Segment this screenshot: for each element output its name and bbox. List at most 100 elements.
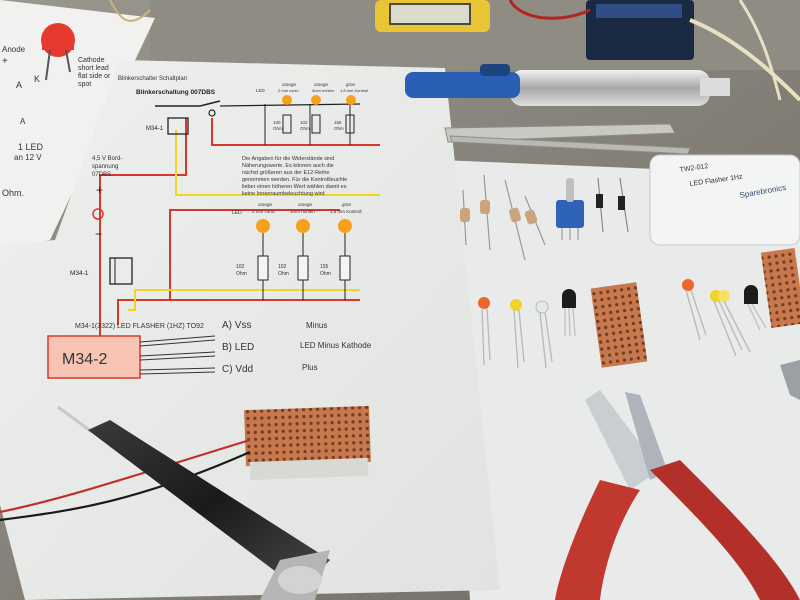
svg-text:Ohm: Ohm xyxy=(273,126,283,131)
chip-large-symbol xyxy=(47,335,141,379)
pin-c: C) Vdd Plus xyxy=(222,363,318,375)
svg-text:100: 100 xyxy=(273,120,281,125)
left-1led-label: 1 LED xyxy=(18,142,44,152)
chip-bottom-symbol xyxy=(109,257,133,285)
transistor-icon xyxy=(744,285,758,304)
svg-text:07DBS: 07DBS xyxy=(92,172,111,178)
svg-text:A) Vss: A) Vss xyxy=(222,320,251,331)
diode-icon xyxy=(596,194,603,208)
pin-b: B) LED LED Minus Kathode xyxy=(222,341,372,353)
battery-minus: − xyxy=(95,227,102,241)
svg-text:Ohm: Ohm xyxy=(334,126,344,131)
led-icon xyxy=(718,290,730,302)
chip-top-label: M34-1 xyxy=(146,126,164,132)
schematic-note: Die Angaben für die Widerstände sind Näh… xyxy=(242,156,347,197)
led-icon xyxy=(346,95,356,105)
svg-text:C) Vdd: C) Vdd xyxy=(222,364,253,375)
bag-label-1: TW2-012 xyxy=(679,163,709,174)
bottom-led-2: orange 3mm hohlen 102 Ohm xyxy=(278,202,315,300)
svg-text:Ohm: Ohm xyxy=(236,271,247,277)
resistor-icon xyxy=(460,208,470,222)
resistor-icon xyxy=(339,255,351,281)
red-wire xyxy=(0,438,251,514)
led-icon xyxy=(296,219,310,233)
resistor-icon xyxy=(282,114,292,134)
led-icon xyxy=(311,95,321,105)
svg-text:grün: grün xyxy=(342,202,352,207)
led-icon xyxy=(478,297,490,309)
led-icon xyxy=(535,300,549,314)
svg-text:Plus: Plus xyxy=(302,363,318,372)
diode-icon xyxy=(618,196,625,210)
resistor-icon xyxy=(297,255,309,281)
pin-vise-icon xyxy=(88,420,330,590)
pinout-title: M34-1(3322) LED FLASHER (1HZ) TO92 xyxy=(75,323,204,330)
metal-tool xyxy=(780,360,800,400)
svg-text:1,8 mm Kontroll: 1,8 mm Kontroll xyxy=(340,88,368,93)
resistor-icon xyxy=(345,114,355,134)
left-anode-label: Anode xyxy=(2,45,26,54)
svg-text:genommen werden. Für die Kontr: genommen werden. Für die Kontrollleuchte xyxy=(242,177,347,183)
svg-text:spannung: spannung xyxy=(92,164,118,170)
svg-text:lieber einen höheren Wert wähl: lieber einen höheren Wert wählen damit e… xyxy=(242,184,347,190)
svg-text:102: 102 xyxy=(236,264,245,270)
chip-top-symbol xyxy=(167,117,189,135)
left-a-label: A xyxy=(16,80,22,90)
pin-vise xyxy=(57,405,330,600)
bottom-led-prefix: LED xyxy=(232,210,242,216)
soldering-pump-icon xyxy=(510,70,710,106)
svg-text:Minus: Minus xyxy=(306,321,327,330)
multimeter xyxy=(375,0,490,32)
resistor-icon xyxy=(524,209,538,225)
svg-text:Ohm: Ohm xyxy=(320,271,331,277)
svg-text:2 mm conic: 2 mm conic xyxy=(252,209,276,214)
svg-text:keine Innenraumbeleuchtung wir: keine Innenraumbeleuchtung wird xyxy=(242,191,325,197)
wire-cutter xyxy=(555,390,800,600)
battery-plus: + xyxy=(96,183,103,197)
perfboard-icon xyxy=(590,282,648,368)
svg-text:Die Angaben für die Widerständ: Die Angaben für die Widerstände sind xyxy=(242,156,334,162)
led-icon xyxy=(282,95,292,105)
left-cathode-label: Cathode xyxy=(78,57,105,64)
svg-text:orange: orange xyxy=(282,82,297,87)
top-led-1: orange 2 mm conic 100 Ohm xyxy=(273,82,298,134)
chip-large-label: M34-2 xyxy=(62,351,107,368)
left-sheet-content: Anode + Cathode short lead flat side or … xyxy=(2,23,111,198)
wire-cutter-icon xyxy=(585,390,660,490)
svg-text:4,5 V Bord-: 4,5 V Bord- xyxy=(92,156,122,162)
left-spot-label: spot xyxy=(78,81,91,88)
bottom-led-1: orange 2 mm conic 102 Ohm xyxy=(236,202,276,300)
perfboard-icon xyxy=(760,248,800,328)
left-flat-side-label: flat side or xyxy=(78,73,111,80)
left-12v-label: an 12 V xyxy=(14,153,42,162)
svg-text:orange: orange xyxy=(298,202,313,207)
svg-text:orange: orange xyxy=(314,82,329,87)
left-a-small: A xyxy=(20,117,26,126)
black-wire xyxy=(0,450,251,522)
svg-text:102: 102 xyxy=(278,264,287,270)
svg-text:orange: orange xyxy=(258,202,273,207)
left-plus-label: + xyxy=(2,56,8,67)
right-paper-sheet xyxy=(440,160,800,600)
led-icon xyxy=(682,279,694,291)
pin-a: A) Vss Minus xyxy=(222,320,327,331)
perfboard-icon xyxy=(244,405,371,467)
top-led-3: grün 1,8 mm Kontroll 155 Ohm xyxy=(334,82,368,134)
svg-text:grün: grün xyxy=(346,82,356,87)
top-led-prefix: LED xyxy=(256,88,266,93)
svg-text:B) LED: B) LED xyxy=(222,342,254,353)
svg-text:102: 102 xyxy=(300,120,308,125)
svg-text:LED Minus Kathode: LED Minus Kathode xyxy=(300,341,372,350)
svg-text:Näherungswerte. Es können auch: Näherungswerte. Es können auch die xyxy=(242,163,334,169)
led-icon xyxy=(338,219,352,233)
left-paper-sheet xyxy=(0,0,155,250)
transistor-icon xyxy=(562,289,576,308)
top-led-2: orange 3mm hohlen 102 Ohm xyxy=(300,82,334,134)
schematic-title: Blinkerschalter Schaltplan xyxy=(118,76,187,82)
schematic-subtitle: Blinkerschaltung 007DBS xyxy=(136,89,216,96)
battery: 4,5 V Bord- spannung 07DBS + − xyxy=(92,156,122,241)
svg-text:2 mm conic: 2 mm conic xyxy=(278,88,298,93)
soldering-pump xyxy=(405,64,730,106)
